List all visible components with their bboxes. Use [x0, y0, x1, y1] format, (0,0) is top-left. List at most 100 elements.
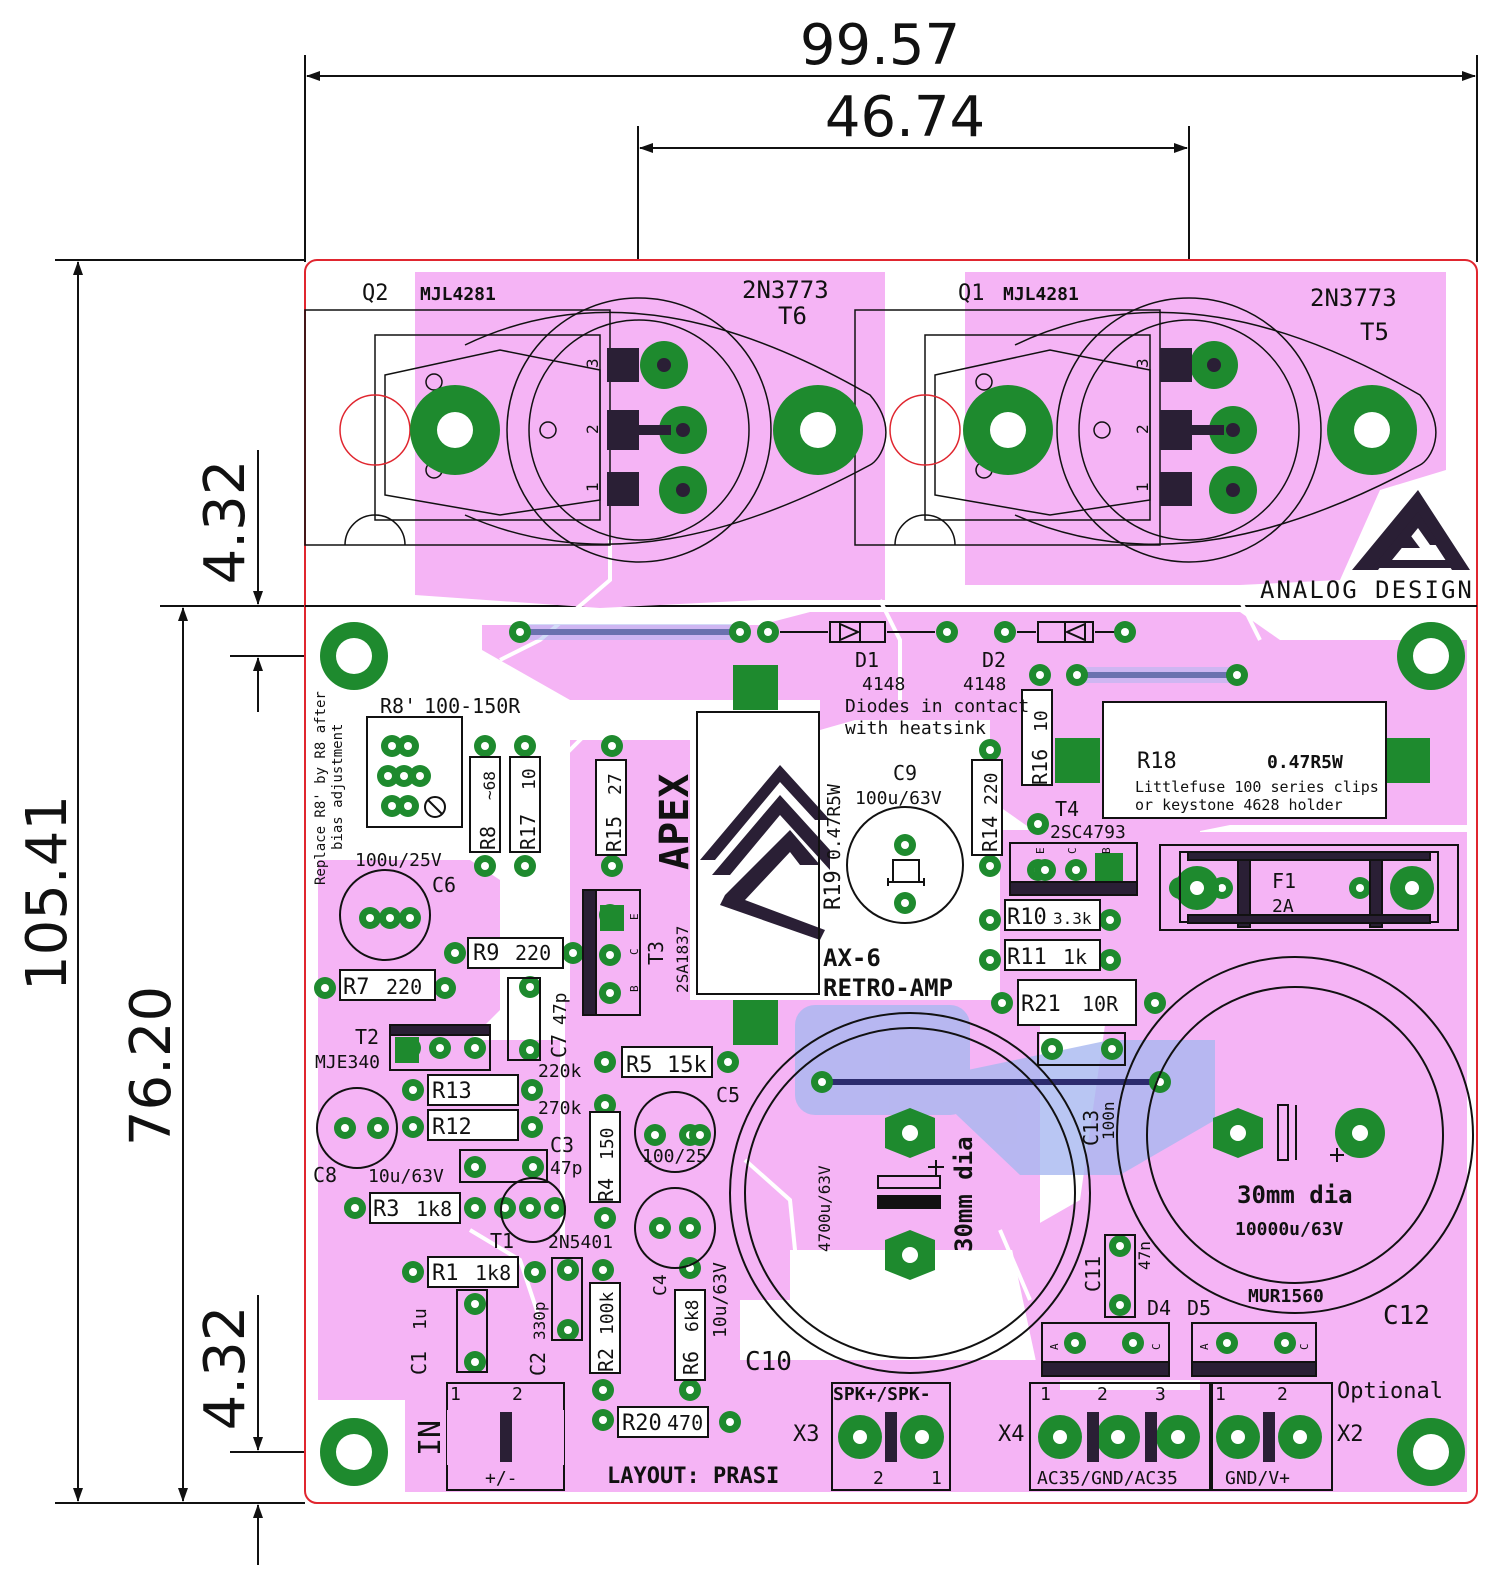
pad-hole	[998, 999, 1006, 1007]
c4-outline	[634, 1187, 716, 1269]
c6-outline	[339, 869, 431, 961]
pad-hole	[416, 772, 424, 780]
c10-dia: 30mm dia	[950, 1136, 978, 1252]
pad-hole	[599, 1386, 607, 1394]
r14-label: R14	[978, 816, 1002, 852]
q2-label: Q2	[362, 281, 389, 306]
c1-value: 1u	[410, 1308, 431, 1330]
x4-label: X4	[998, 1422, 1025, 1447]
dim-hole-offset-top: 4.32	[193, 460, 258, 585]
pad-hole	[409, 1086, 417, 1094]
pad-hole	[409, 1268, 417, 1276]
transistor-pad-holes	[437, 412, 1390, 448]
r20-label: R20	[622, 1411, 662, 1436]
r13-label: R13	[432, 1079, 472, 1104]
pad-hole	[1106, 916, 1114, 924]
terminal-pad-hole	[1231, 1430, 1245, 1444]
electrolytic-caps	[316, 806, 1474, 1374]
pad-hole	[736, 628, 744, 636]
r8-value: ~68	[480, 771, 499, 800]
r15-value: 27	[605, 773, 626, 795]
t6-label: T6	[778, 302, 807, 330]
pad-hole	[501, 1204, 509, 1212]
t4-pin-c: C	[1066, 847, 1079, 854]
c9-value: 100u/63V	[855, 788, 942, 809]
pad-hole	[1116, 1301, 1124, 1309]
r19-value: 0.47R5W	[824, 784, 845, 860]
t6-part: 2N3773	[742, 276, 829, 304]
pad-hole	[366, 914, 374, 922]
pad-hole	[601, 1058, 609, 1066]
pad-hole	[564, 1266, 572, 1274]
terminal-pad-hole	[853, 1430, 867, 1444]
f1-value: 2A	[1272, 896, 1294, 917]
dim-total-height: 105.41	[15, 795, 80, 991]
pad-hole	[481, 862, 489, 870]
optional-label: Optional	[1337, 1379, 1443, 1404]
x2-label: X2	[1337, 1422, 1364, 1447]
pad-hole	[386, 914, 394, 922]
c10-value: 4700u/63V	[815, 1165, 834, 1252]
c4-label: C4	[650, 1274, 671, 1296]
c5-label: C5	[716, 1083, 740, 1107]
q1-footprint	[854, 297, 1437, 563]
diodes-note-2: with heatsink	[845, 718, 986, 739]
terminal-pad-hole	[915, 1430, 929, 1444]
pad-hole	[404, 802, 412, 810]
d4-label: D4	[1147, 1296, 1171, 1320]
x2-pin2: 2	[1277, 1384, 1288, 1405]
pad-hole	[1048, 1045, 1056, 1053]
t3-body	[582, 889, 641, 1016]
d1-label: D1	[855, 648, 879, 672]
q1-pin1: 1	[1133, 482, 1152, 492]
t3-pin-b: B	[628, 985, 641, 992]
pad-hole	[404, 742, 412, 750]
apex-logo	[700, 765, 830, 940]
pad-hole	[1073, 671, 1081, 679]
d4-cathode: C	[1150, 1343, 1163, 1350]
r3-label: R3	[373, 1197, 400, 1222]
pad-hole	[1121, 628, 1129, 636]
t4-pin-b: B	[1100, 847, 1113, 854]
pad-hole	[406, 914, 414, 922]
r15-label: R15	[602, 816, 626, 852]
c3-label: C3	[550, 1133, 574, 1157]
pad-hole	[726, 1418, 734, 1426]
c2-value: 330p	[530, 1301, 549, 1340]
r21-value: 10R	[1082, 992, 1119, 1016]
model-subtitle: RETRO-AMP	[823, 974, 953, 1002]
pad-hole	[599, 1266, 607, 1274]
big-cap-pad-holes	[902, 1125, 1368, 1263]
pad-hole	[528, 1123, 536, 1131]
pad-hole	[409, 1123, 417, 1131]
diodes-note-1: Diodes in contact	[845, 696, 1029, 717]
r9-value: 220	[515, 941, 551, 965]
pad-hole	[764, 628, 772, 636]
t4-pin-e: E	[1034, 847, 1047, 854]
t3-part: 2SA1837	[673, 926, 692, 993]
resistor-bodies	[339, 689, 1137, 1438]
pad-hole	[471, 1204, 479, 1212]
t4-body	[1009, 842, 1138, 896]
c12-inner	[1146, 986, 1444, 1284]
r19-body	[696, 711, 820, 995]
square-pads	[395, 665, 1430, 1063]
layout-credit: LAYOUT: PRASI	[607, 1464, 779, 1489]
d2-label: D2	[982, 648, 1006, 672]
c10-outer	[729, 1012, 1091, 1374]
pad-hole	[601, 1101, 609, 1109]
brand-name: ANALOG DESIGN	[1260, 576, 1474, 604]
pad-hole	[1036, 671, 1044, 679]
t1-label: T1	[490, 1229, 514, 1253]
pad-hole	[441, 984, 449, 992]
r11-value: 1k	[1063, 945, 1087, 969]
pad-hole	[531, 1268, 539, 1276]
pad-hole	[471, 1300, 479, 1308]
t4-label: T4	[1055, 797, 1079, 821]
pad-hole	[1001, 628, 1009, 636]
in-pin2: 2	[512, 1384, 523, 1405]
r7-label: R7	[343, 975, 370, 1000]
pad-hole	[606, 989, 614, 997]
r18-value: 0.47R5W	[1267, 752, 1343, 773]
